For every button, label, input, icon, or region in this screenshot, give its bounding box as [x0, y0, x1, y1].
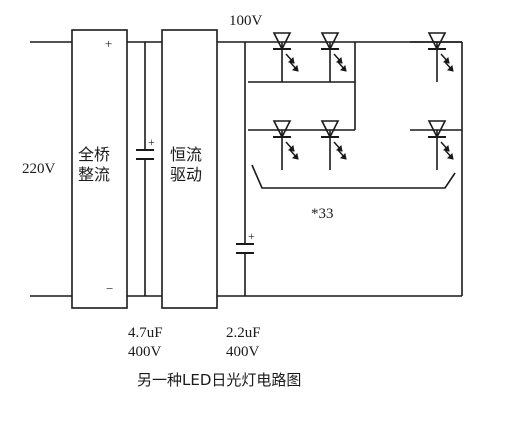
- led-1: [272, 32, 299, 82]
- rectifier-label-line2: 整流: [78, 165, 110, 184]
- rectifier-label-line1: 全桥: [78, 145, 110, 164]
- bus-voltage-label: 100V: [229, 13, 263, 29]
- led-count-label: *33: [311, 206, 334, 222]
- driver-block: [161, 29, 218, 309]
- led-4: [320, 120, 347, 170]
- capacitor-c2: [236, 42, 254, 296]
- c2-rating-label: 400V: [226, 344, 260, 360]
- led-6: [427, 120, 454, 170]
- led-array: [272, 32, 454, 170]
- capacitor-c1: [136, 42, 154, 296]
- rectifier-plus-sign: +: [105, 36, 112, 51]
- led-3: [272, 120, 299, 170]
- rectifier-block: [71, 29, 128, 309]
- led-group-bracket: [251, 164, 456, 189]
- c1-rating-label: 400V: [128, 344, 162, 360]
- led-5: [427, 32, 454, 82]
- c2-plus-sign: +: [248, 229, 255, 243]
- rectifier-minus-sign: −: [106, 281, 113, 296]
- c1-plus-sign: +: [148, 135, 155, 149]
- diagram-caption: 另一种LED日光灯电路图: [137, 371, 301, 389]
- c2-value-label: 2.2uF: [226, 325, 261, 341]
- c1-value-label: 4.7uF: [128, 325, 163, 341]
- driver-label-line1: 恒流: [170, 145, 202, 164]
- led-2: [320, 32, 347, 82]
- driver-label-line2: 驱动: [170, 165, 202, 184]
- input-voltage-label: 220V: [22, 161, 56, 177]
